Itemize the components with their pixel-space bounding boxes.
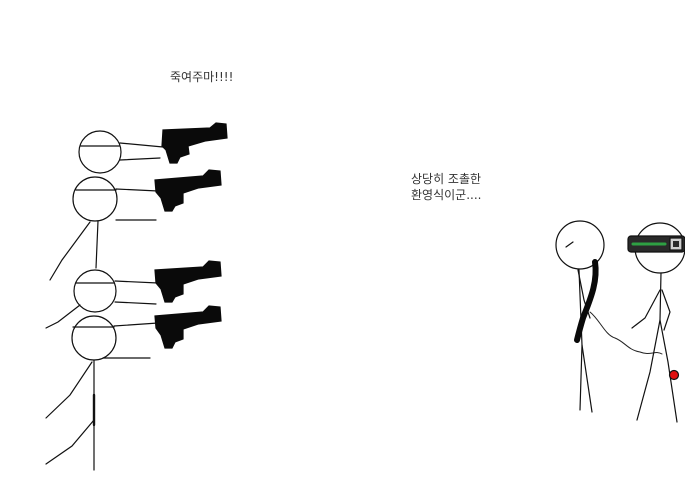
speech-caption-right: 상당히 조촐한 환영식이군.... bbox=[411, 171, 481, 203]
pistol-icon bbox=[161, 122, 228, 164]
speech-caption-line: 환영식이군.... bbox=[411, 188, 482, 202]
pistol-icon bbox=[154, 305, 222, 349]
pistol-icon bbox=[154, 260, 222, 303]
swordsman-head bbox=[555, 220, 605, 270]
pistol-icon bbox=[154, 169, 222, 212]
gunman-3 bbox=[45, 260, 222, 329]
gunman-4 bbox=[45, 305, 222, 471]
gunman-head bbox=[71, 315, 117, 361]
gunman-head bbox=[72, 176, 118, 222]
gunman-2 bbox=[49, 169, 222, 281]
speech-caption-left: 죽여주마!!!! bbox=[170, 70, 234, 84]
swordsman bbox=[555, 220, 663, 413]
gunman-1 bbox=[78, 122, 228, 174]
red-dot-icon bbox=[668, 369, 680, 381]
gunman-head bbox=[73, 269, 117, 313]
sword-icon bbox=[574, 259, 599, 343]
speech-caption-line: 상당히 조촐한 bbox=[411, 172, 482, 186]
scope-figure bbox=[627, 222, 685, 423]
gunman-head bbox=[78, 130, 122, 174]
